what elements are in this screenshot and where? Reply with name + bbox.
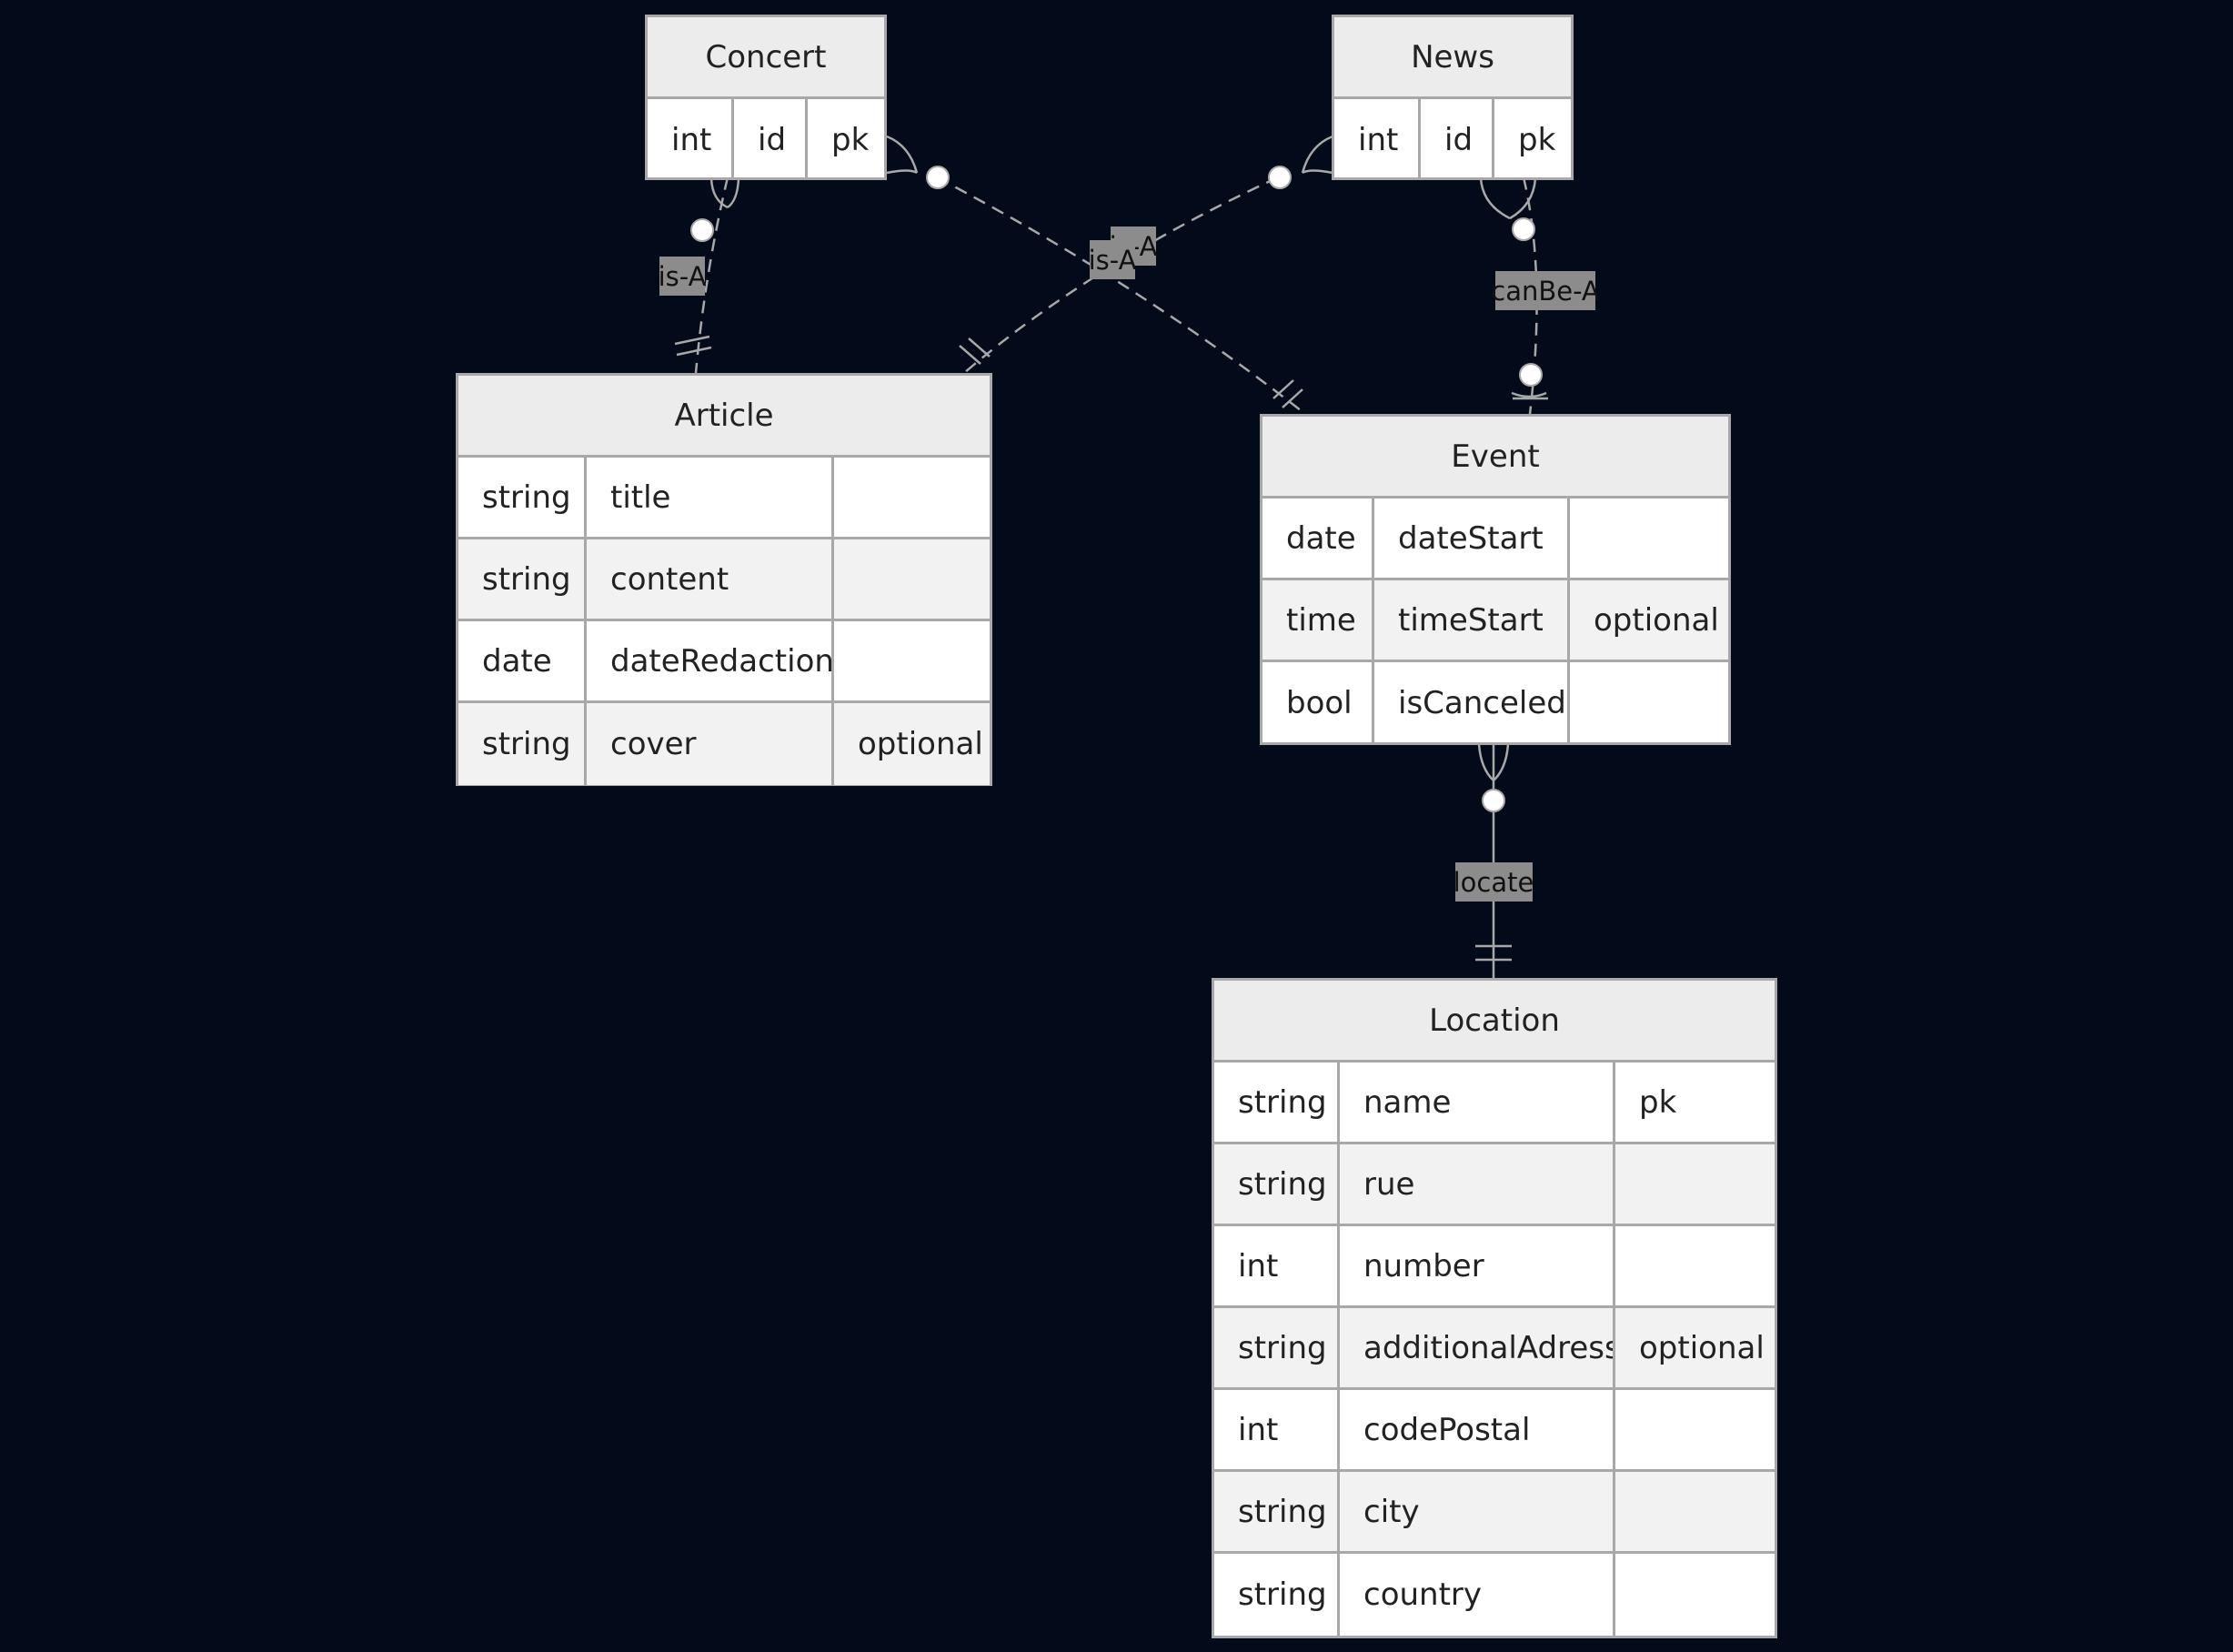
attribute-key	[834, 621, 990, 700]
attribute-key: optional	[858, 726, 983, 762]
attribute-row: int id pk	[648, 99, 884, 180]
attribute-row: string title	[458, 458, 990, 539]
attribute-type: int	[1214, 1226, 1340, 1305]
attribute-key: optional	[1639, 1329, 1765, 1366]
svg-text:canBe-A: canBe-A	[1491, 276, 1600, 307]
attribute-name: title	[587, 458, 834, 537]
entity-title: Concert	[648, 17, 884, 99]
attribute-key: pk	[1518, 121, 1556, 158]
attribute-name: id	[734, 99, 808, 180]
label-event-location: locate	[1453, 862, 1534, 902]
attribute-key	[1570, 499, 1728, 578]
attribute-name: number	[1340, 1226, 1615, 1305]
attribute-row: string content	[458, 539, 990, 621]
entity-title: Article	[458, 376, 990, 458]
attribute-type: time	[1262, 580, 1374, 660]
attribute-name: content	[587, 539, 834, 619]
attribute-type: int	[1334, 99, 1421, 180]
attribute-name: id	[1421, 99, 1494, 180]
attribute-row: date dateStart	[1262, 499, 1728, 580]
attribute-name: isCanceled	[1374, 662, 1570, 744]
attribute-key	[1615, 1554, 1775, 1636]
attribute-row: string name pk	[1214, 1063, 1775, 1144]
attribute-row: string city	[1214, 1472, 1775, 1554]
zero-marker-news-event	[1512, 217, 1535, 241]
attribute-row: string cover optional	[458, 703, 990, 785]
attribute-type: int	[648, 99, 734, 180]
attribute-row: string country	[1214, 1554, 1775, 1636]
attribute-row: int id pk	[1334, 99, 1571, 180]
svg-text:is-A: is-A	[659, 261, 707, 292]
attribute-name: name	[1340, 1063, 1615, 1142]
attribute-key	[1615, 1472, 1775, 1551]
attribute-row: string rue	[1214, 1144, 1775, 1226]
attribute-type: string	[458, 458, 587, 537]
label-concert-event: is-A	[1089, 240, 1137, 279]
zero-marker-event-location	[1482, 789, 1505, 812]
attribute-type: string	[458, 539, 587, 619]
attribute-name: cover	[587, 703, 834, 785]
attribute-key	[1615, 1226, 1775, 1305]
attribute-type: date	[1262, 499, 1374, 578]
svg-text:locate: locate	[1453, 867, 1534, 898]
attribute-row: date dateRedaction	[458, 621, 990, 703]
entity-title: News	[1334, 17, 1571, 99]
edge-concert-article	[674, 176, 740, 374]
attribute-row: bool isCanceled	[1262, 662, 1728, 744]
attribute-key: pk	[1639, 1083, 1677, 1121]
attribute-row: int codePostal	[1214, 1390, 1775, 1472]
attribute-type: string	[1214, 1554, 1340, 1636]
attribute-key	[1615, 1144, 1775, 1224]
attribute-type: string	[1214, 1063, 1340, 1142]
attribute-key: pk	[831, 121, 870, 158]
attribute-name: dateRedaction	[587, 621, 834, 700]
zero-marker-concert-article	[690, 218, 714, 242]
entity-event[interactable]: Event date dateStart time timeStart opti…	[1260, 414, 1731, 745]
entity-concert[interactable]: Concert int id pk	[645, 15, 887, 180]
attribute-key	[834, 458, 990, 537]
label-concert-article: is-A	[659, 257, 707, 296]
edge-event-location	[1475, 743, 1512, 978]
attribute-name: country	[1340, 1554, 1615, 1636]
entity-location[interactable]: Location string name pk string rue int n…	[1212, 978, 1777, 1638]
attribute-name: city	[1340, 1472, 1615, 1551]
attribute-name: rue	[1340, 1144, 1615, 1224]
zero-marker-concert-event	[926, 166, 950, 189]
attribute-type: string	[1214, 1144, 1340, 1224]
attribute-type: bool	[1262, 662, 1374, 744]
entity-title: Location	[1214, 981, 1775, 1063]
attribute-row: int number	[1214, 1226, 1775, 1308]
attribute-row: time timeStart optional	[1262, 580, 1728, 662]
attribute-type: date	[458, 621, 587, 700]
attribute-type: string	[458, 703, 587, 785]
attribute-name: additionalAdress	[1340, 1308, 1615, 1387]
zero-marker-news-article	[1268, 166, 1292, 189]
entity-news[interactable]: News int id pk	[1332, 15, 1574, 180]
attribute-type: string	[1214, 1472, 1340, 1551]
entity-title: Event	[1262, 417, 1728, 499]
entity-article[interactable]: Article string title string content date…	[456, 373, 992, 786]
attribute-name: dateStart	[1374, 499, 1570, 578]
attribute-key: optional	[1594, 601, 1719, 639]
attribute-name: codePostal	[1340, 1390, 1615, 1469]
attribute-key	[1570, 662, 1728, 744]
svg-text:is-A: is-A	[1089, 245, 1137, 276]
attribute-type: string	[1214, 1308, 1340, 1387]
edge-concert-event	[886, 135, 1306, 415]
attribute-name: timeStart	[1374, 580, 1570, 660]
zero-marker-event-news	[1519, 363, 1543, 387]
label-news-event: canBe-A	[1491, 271, 1600, 310]
attribute-type: int	[1214, 1390, 1340, 1469]
attribute-row: string additionalAdress optional	[1214, 1308, 1775, 1390]
attribute-key	[834, 539, 990, 619]
attribute-key	[1615, 1390, 1775, 1469]
